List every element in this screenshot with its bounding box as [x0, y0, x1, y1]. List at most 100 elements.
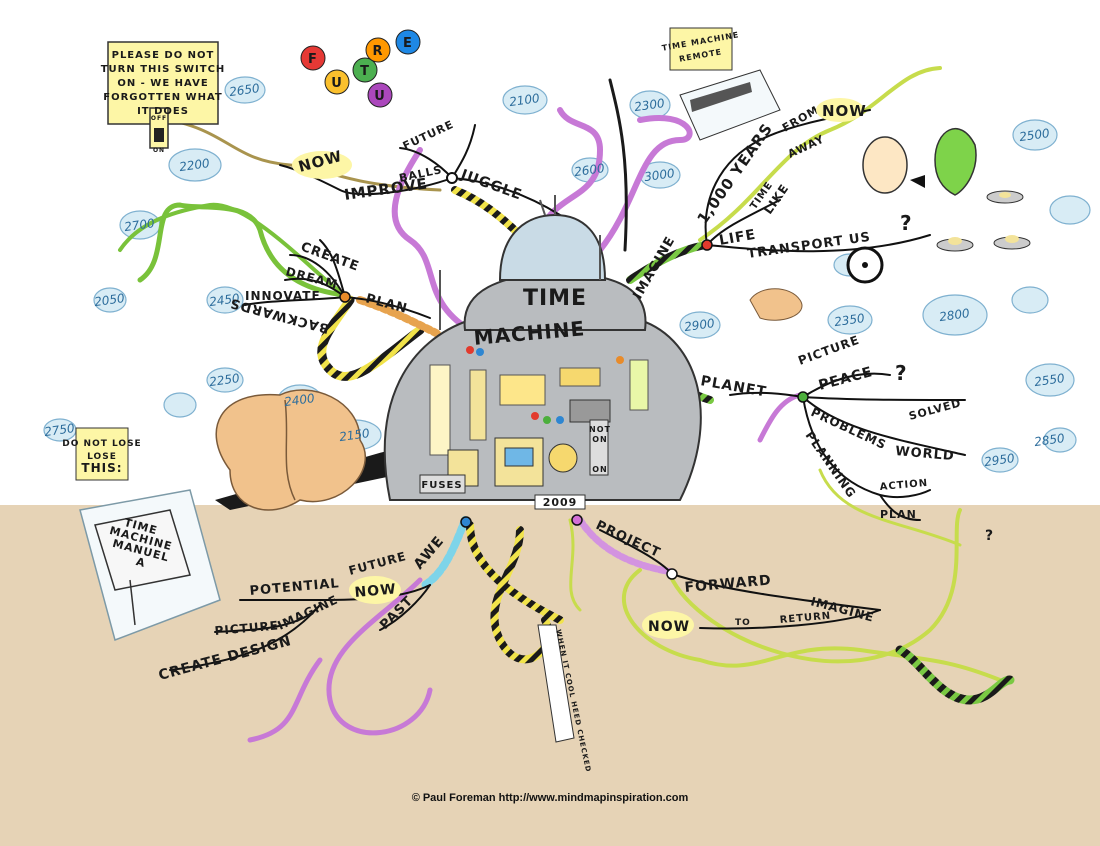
switch-on-label: ON	[592, 465, 608, 474]
year-label: 3000	[643, 166, 676, 184]
now-highlight	[816, 98, 864, 122]
future-ball-letter: U	[331, 76, 343, 91]
year-label: 2250	[208, 371, 241, 389]
cloud	[1043, 427, 1077, 453]
word-picture: PICTURE	[796, 333, 861, 368]
switch-sign-line: IT DOES	[137, 106, 189, 117]
switch-off-label: OFF	[151, 115, 167, 122]
now-highlight	[292, 151, 352, 179]
word-forward: FORWARD	[684, 572, 772, 596]
word-future: FUTURE	[401, 118, 456, 153]
remote-box	[669, 27, 781, 141]
ufos	[936, 190, 1031, 252]
manual-box	[75, 427, 221, 641]
year-label: 2900	[683, 316, 716, 334]
word-branches	[169, 109, 966, 671]
future-ball: U	[324, 69, 350, 95]
word-innovate: INNOVATE	[245, 289, 321, 303]
word-return: RETURN	[779, 611, 831, 626]
word-now: NOW	[354, 581, 397, 601]
alien	[934, 127, 977, 196]
year-label: 2050	[93, 291, 126, 309]
face	[862, 136, 925, 194]
cloud	[224, 76, 266, 104]
year-label: 2550	[1033, 371, 1066, 389]
year-label: 2500	[1018, 126, 1051, 144]
word-from: FROM	[780, 103, 821, 134]
striped-branches	[317, 186, 1015, 705]
manual-line: A	[135, 555, 148, 570]
credit-line: © Paul Foreman http://www.mindmapinspira…	[411, 792, 689, 804]
year-label: 2950	[983, 451, 1016, 469]
now-highlight	[349, 576, 401, 604]
year-label: 2200	[178, 156, 211, 174]
year-label: 2150	[338, 426, 371, 444]
year-label: 2450	[208, 291, 241, 309]
future-ball-letter: T	[360, 64, 370, 79]
word-imagine: IMAGINE	[630, 234, 678, 302]
future-ball: E	[395, 29, 421, 55]
year-label: 2400	[283, 391, 316, 409]
year-label: 2750	[43, 421, 76, 439]
year-label: 2350	[833, 311, 866, 329]
word-question: ?	[895, 361, 908, 385]
switch-on-label: ON	[153, 147, 165, 154]
cloud	[502, 85, 548, 115]
cloud	[206, 367, 244, 393]
word-question: ?	[985, 528, 994, 544]
cloud	[1011, 286, 1049, 314]
year-label: 2300	[633, 96, 666, 114]
word-peace: PEACE	[817, 364, 875, 394]
now-highlight	[642, 611, 694, 639]
switch-sign	[107, 41, 219, 149]
switch-sign-line: PLEASE DO NOT	[112, 50, 215, 61]
year-label: 2650	[228, 81, 261, 99]
years-layer: 2650 2200 2100 2300 3000 2500 2700 2450 2050 2550…	[43, 81, 1066, 469]
fuses-label: FUSES	[421, 480, 462, 491]
cloud	[163, 392, 197, 418]
year-label: 2700	[123, 216, 156, 234]
future-ball: F	[300, 45, 326, 71]
wheel	[846, 246, 884, 284]
word-action: ACTION	[879, 478, 928, 493]
cloud	[93, 287, 127, 313]
word-now: NOW	[648, 619, 690, 635]
date-display: 2009	[543, 496, 578, 509]
year-label: 2850	[1033, 431, 1066, 449]
cloud	[1012, 119, 1058, 151]
time-machine	[383, 195, 702, 510]
word-question: ?	[900, 211, 913, 235]
lose-sign-line: THIS:	[81, 461, 122, 475]
word-world: WORLD	[895, 444, 956, 464]
word-to: TO	[735, 618, 751, 628]
year-label: 2800	[938, 306, 971, 324]
lose-sign-line: DO NOT LOSE	[62, 439, 141, 449]
cloud	[206, 286, 244, 314]
cloud	[827, 305, 873, 335]
tag-ribbon	[537, 624, 575, 743]
future-balls: FUTURE	[300, 29, 421, 108]
switch-on-label: ON	[592, 435, 608, 444]
switch-sign-line: FORGOTTEN WHAT	[103, 92, 222, 103]
future-ball: R	[365, 37, 391, 63]
switch-sign-line: ON - WE HAVE	[117, 78, 208, 89]
cloud	[1025, 363, 1075, 397]
word-plan: PLAN	[880, 508, 917, 521]
year-label: 2600	[573, 161, 606, 179]
future-ball: T	[352, 57, 378, 83]
cloud	[1049, 195, 1091, 225]
future-ball-letter: U	[374, 89, 386, 104]
future-ball: U	[367, 82, 393, 108]
cloud	[981, 447, 1019, 473]
cloud	[168, 148, 222, 182]
future-ball-letter: R	[372, 44, 383, 59]
switch-sign-line: TURN THIS SWITCH	[101, 64, 226, 75]
year-label: 2100	[508, 91, 541, 109]
cloud	[679, 311, 721, 339]
lose-sign-line: LOSE	[87, 452, 117, 462]
machine-title-line1: TIME	[523, 286, 587, 311]
future-ball-letter: F	[308, 52, 318, 67]
word-life: LIFE	[718, 227, 757, 249]
